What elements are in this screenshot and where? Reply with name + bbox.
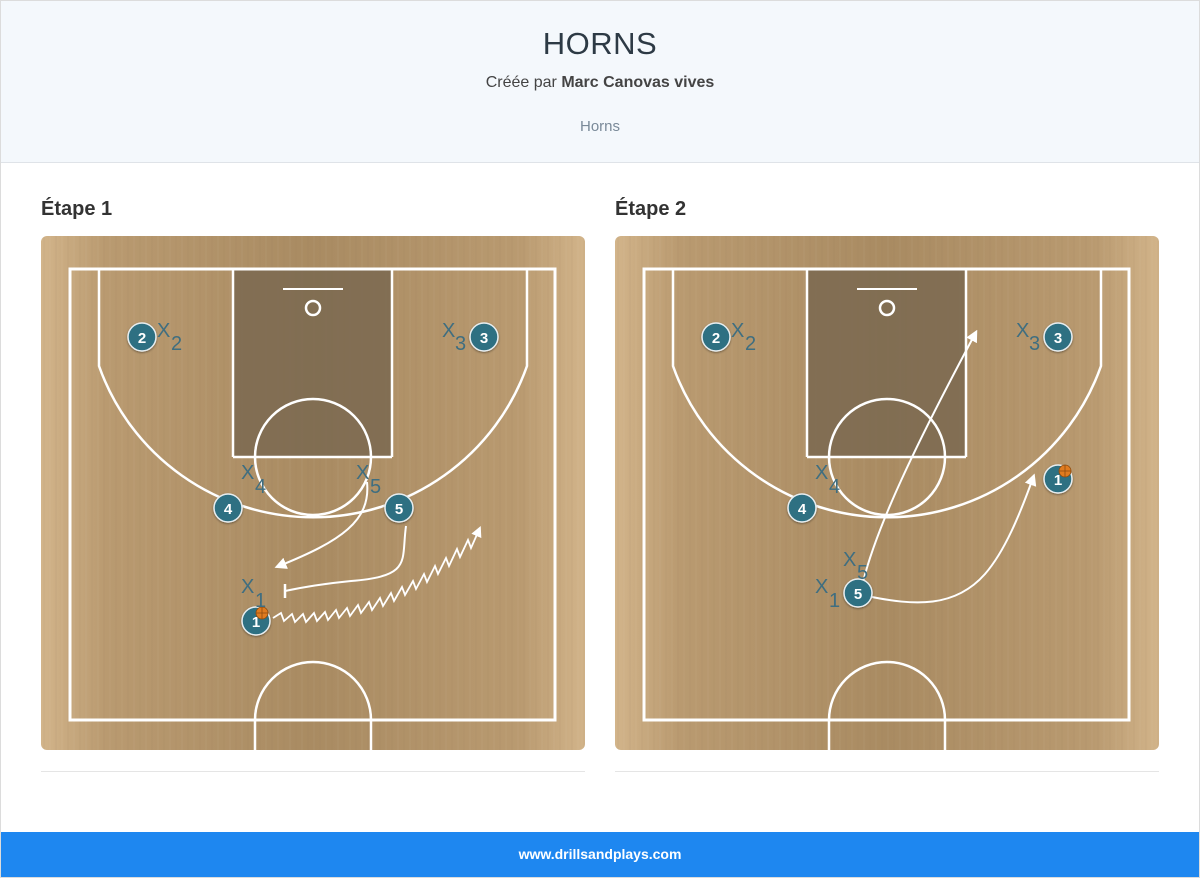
svg-text:X: X bbox=[442, 320, 455, 342]
svg-text:2: 2 bbox=[171, 333, 182, 355]
defender-x3: X 3 bbox=[442, 320, 466, 355]
step-2-divider bbox=[615, 771, 1159, 772]
center-circle bbox=[253, 660, 373, 750]
step-1-divider bbox=[41, 771, 585, 772]
player-5-label: 5 bbox=[854, 586, 862, 603]
svg-text:5: 5 bbox=[857, 562, 868, 584]
player-5 bbox=[384, 493, 414, 523]
player-3 bbox=[1043, 322, 1073, 352]
player-1-label: 1 bbox=[252, 614, 260, 631]
step-1-title: Étape 1 bbox=[41, 198, 113, 220]
svg-text:1: 1 bbox=[255, 590, 266, 612]
defender-x4: X 4 bbox=[815, 462, 840, 498]
page-header: HORNS Créée par Marc Canovas vives Horns bbox=[1, 1, 1199, 163]
svg-text:1: 1 bbox=[829, 590, 840, 612]
svg-text:4: 4 bbox=[829, 476, 840, 498]
player-5 bbox=[843, 578, 873, 608]
paint-area bbox=[807, 269, 966, 457]
step-2-title: Étape 2 bbox=[615, 198, 687, 220]
court-boundary bbox=[68, 267, 557, 722]
court-diagram-step-2: 2 3 4 5 1 X 2 X 3 X 4 X 5 X 1 bbox=[615, 236, 1159, 750]
defender-x2: X 2 bbox=[731, 320, 756, 355]
author-name[interactable]: Marc Canovas vives bbox=[561, 74, 715, 91]
court-diagram-step-1: 2 3 4 5 1 X 2 X 3 X 4 X 5 X 1 bbox=[41, 236, 585, 750]
three-point-line bbox=[671, 269, 1103, 519]
svg-text:X: X bbox=[1016, 320, 1029, 342]
play-title: HORNS bbox=[542, 26, 658, 61]
defender-x3: X 3 bbox=[1016, 320, 1040, 355]
free-throw-circle bbox=[253, 397, 373, 517]
player-3-label: 3 bbox=[480, 330, 488, 347]
dribble-arrow bbox=[272, 526, 482, 624]
cut-arrow-to-basket bbox=[862, 329, 978, 583]
byline-prefix: Créée par bbox=[485, 74, 557, 91]
svg-text:3: 3 bbox=[1029, 333, 1040, 355]
rim bbox=[878, 299, 896, 317]
svg-text:X: X bbox=[815, 462, 828, 484]
svg-text:X: X bbox=[157, 320, 170, 342]
cut-arrow-to-wing bbox=[866, 473, 1037, 604]
cut-arrow bbox=[274, 481, 369, 569]
defender-x2: X 2 bbox=[157, 320, 182, 355]
play-tag[interactable]: Horns bbox=[579, 118, 620, 135]
player-3 bbox=[469, 322, 499, 352]
player-1-label: 1 bbox=[1054, 472, 1062, 489]
defender-x1: X 1 bbox=[815, 576, 840, 612]
site-footer: www.drillsandplays.com bbox=[1, 832, 1199, 877]
player-4 bbox=[213, 493, 243, 523]
defender-x5: X 5 bbox=[356, 462, 381, 498]
court-boundary bbox=[642, 267, 1131, 722]
rim bbox=[304, 299, 322, 317]
footer-link[interactable]: www.drillsandplays.com bbox=[518, 846, 682, 862]
svg-text:X: X bbox=[731, 320, 744, 342]
player-2 bbox=[701, 322, 731, 352]
svg-text:2: 2 bbox=[745, 333, 756, 355]
player-3-label: 3 bbox=[1054, 330, 1062, 347]
player-2-label: 2 bbox=[138, 330, 146, 347]
svg-text:4: 4 bbox=[255, 476, 266, 498]
svg-text:X: X bbox=[356, 462, 369, 484]
svg-text:3: 3 bbox=[455, 333, 466, 355]
player-4 bbox=[787, 493, 817, 523]
three-point-line bbox=[97, 269, 529, 519]
player-2 bbox=[127, 322, 157, 352]
defender-x5: X 5 bbox=[843, 549, 868, 584]
svg-text:5: 5 bbox=[370, 476, 381, 498]
screen-path bbox=[284, 525, 407, 592]
defender-x1: X 1 bbox=[241, 576, 266, 612]
svg-text:X: X bbox=[241, 462, 254, 484]
player-4-label: 4 bbox=[224, 501, 233, 518]
svg-text:X: X bbox=[241, 576, 254, 598]
player-2-label: 2 bbox=[712, 330, 720, 347]
paint-area bbox=[233, 269, 392, 457]
defender-x4: X 4 bbox=[241, 462, 266, 498]
svg-text:X: X bbox=[815, 576, 828, 598]
player-5-label: 5 bbox=[395, 501, 403, 518]
center-circle bbox=[827, 660, 947, 750]
player-4-label: 4 bbox=[798, 501, 807, 518]
byline: Créée par Marc Canovas vives bbox=[1, 74, 1199, 92]
svg-text:X: X bbox=[843, 549, 856, 571]
